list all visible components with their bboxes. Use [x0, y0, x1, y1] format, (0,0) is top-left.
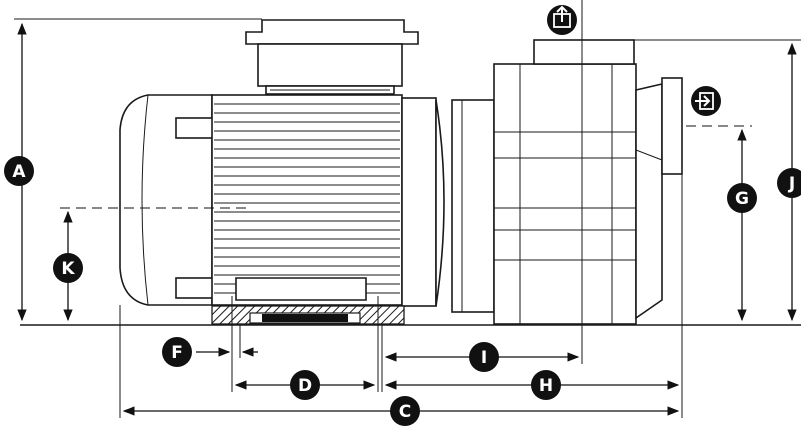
badge-H: H: [531, 370, 561, 400]
inlet-icon: [691, 86, 721, 116]
label-F: F: [171, 343, 183, 363]
label-K: K: [61, 259, 75, 279]
motor-body: [211, 94, 495, 313]
label-J: J: [788, 174, 795, 194]
badge-J: J: [777, 168, 801, 198]
motor-foot: [211, 277, 405, 326]
badge-D: D: [290, 370, 320, 400]
badge-A: A: [4, 156, 34, 186]
terminal-box: [245, 19, 419, 95]
label-C: C: [399, 402, 411, 422]
pump-outline: [20, 19, 801, 326]
fan-cover: [119, 94, 215, 306]
badge-C: C: [390, 396, 420, 426]
label-G: G: [735, 189, 749, 209]
pump-housing: [493, 39, 683, 325]
label-A: A: [12, 162, 26, 182]
badge-F: F: [162, 337, 192, 367]
label-H: H: [539, 376, 553, 396]
label-I: I: [481, 348, 487, 368]
label-D: D: [298, 376, 312, 396]
badge-K: K: [53, 253, 83, 283]
outlet-icon: [547, 5, 577, 35]
badge-G: G: [727, 183, 757, 213]
badge-I: I: [469, 342, 499, 372]
